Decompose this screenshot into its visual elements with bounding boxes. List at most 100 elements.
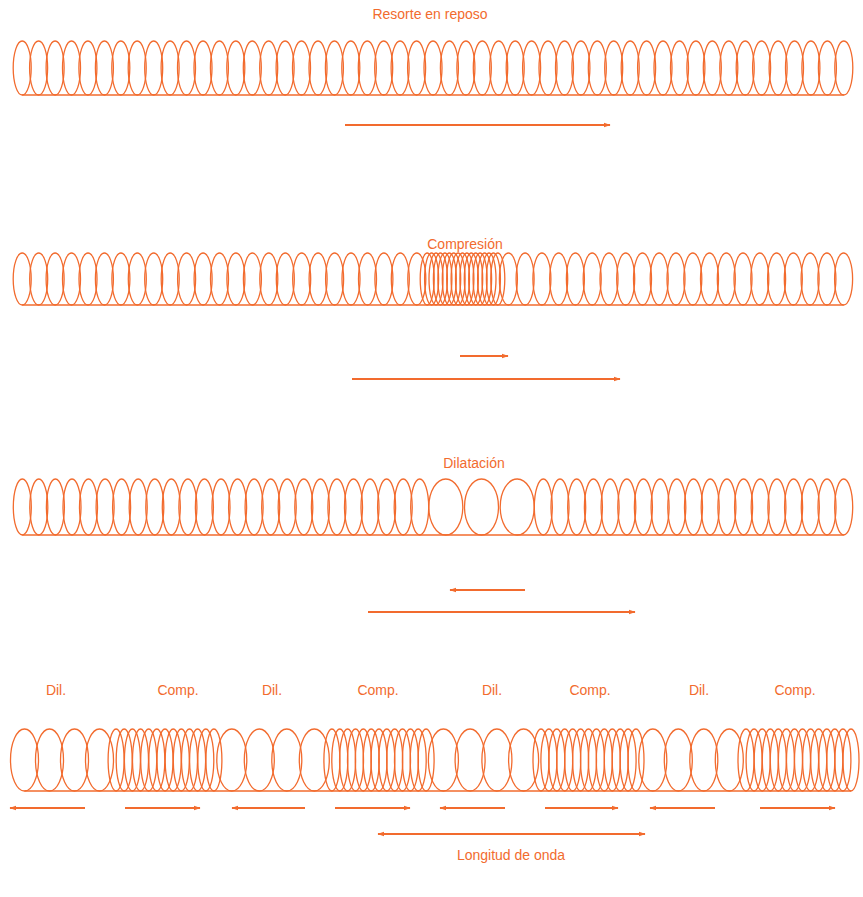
coil-loop: [465, 479, 499, 535]
coil-loop: [178, 41, 196, 95]
coil-loop: [95, 253, 113, 305]
coil-loop: [539, 41, 557, 95]
coil-loop: [309, 41, 327, 95]
coil-loop: [394, 479, 412, 535]
coil-loop: [161, 41, 179, 95]
coil-loop: [736, 41, 754, 95]
coil-loop: [639, 729, 667, 791]
coil-loop: [112, 253, 130, 305]
motion-arrow: [10, 807, 85, 809]
coil-loop: [243, 41, 261, 95]
coil-loop: [63, 41, 81, 95]
coil-loop: [309, 253, 327, 305]
coil-loop: [572, 41, 590, 95]
coil-loop: [229, 479, 247, 535]
propagation-arrow: [345, 124, 610, 126]
coil-loop: [440, 41, 458, 95]
coil-loop: [628, 729, 644, 791]
spring-coils: [11, 41, 860, 791]
region-label: Dil.: [689, 682, 709, 698]
coil-loop: [720, 41, 738, 95]
coil-loop: [600, 253, 618, 305]
coil-loop: [86, 729, 114, 791]
coil-loop: [687, 41, 705, 95]
coil-loop: [533, 253, 551, 305]
coil-loop: [11, 729, 39, 791]
coil-loop: [194, 253, 212, 305]
coil-loop: [835, 253, 853, 305]
coil-loop: [128, 253, 146, 305]
coil-loop: [36, 729, 64, 791]
coil-base: [22, 304, 843, 305]
coil-loop: [345, 479, 363, 535]
coil-loop: [428, 729, 458, 791]
coil-loop: [128, 41, 146, 95]
propagation-arrow: [352, 378, 620, 380]
coil-loop: [326, 253, 344, 305]
coil-base: [22, 94, 844, 95]
coil-loop: [210, 41, 228, 95]
coil-loop: [685, 479, 703, 535]
coil-loop: [734, 253, 752, 305]
panel-title: Compresión: [427, 236, 502, 252]
coil-loop: [785, 479, 803, 535]
coil-loop: [735, 479, 753, 535]
coil-loop: [113, 479, 131, 535]
coil-loop: [359, 253, 377, 305]
region-label: Dil.: [262, 682, 282, 698]
coil-loop: [717, 253, 735, 305]
coil-loop: [835, 479, 853, 535]
panel-title: Dilatación: [443, 455, 504, 471]
coil-loop: [260, 253, 278, 305]
coil-loop: [424, 41, 442, 95]
coil-loop: [129, 479, 147, 535]
coil-loop: [568, 479, 586, 535]
coil-loop: [272, 729, 302, 791]
coil-loop: [818, 479, 836, 535]
coil-base: [25, 790, 852, 791]
coil-loop: [802, 41, 820, 95]
motion-arrow: [232, 807, 305, 809]
coil-loop: [375, 253, 393, 305]
coil-loop: [293, 253, 311, 305]
coil-loop: [499, 253, 517, 305]
coil-loop: [358, 41, 376, 95]
coil-loop: [601, 479, 619, 535]
coil-loop: [588, 41, 606, 95]
coil-loop: [818, 253, 836, 305]
coil-loop: [801, 479, 819, 535]
coil-loop: [617, 253, 635, 305]
coil-loop: [276, 253, 294, 305]
coil-loop: [751, 479, 769, 535]
coil-loop: [455, 729, 485, 791]
coil-loop: [211, 253, 229, 305]
motion-arrow: [760, 807, 835, 809]
motion-arrow: [440, 807, 505, 809]
motion-arrow: [125, 807, 200, 809]
region-label: Comp.: [569, 682, 610, 698]
coil-loop: [621, 41, 639, 95]
coil-loop: [375, 41, 393, 95]
coil-loop: [299, 729, 329, 791]
coil-loop: [30, 41, 48, 95]
coil-loop: [418, 729, 434, 791]
coil-loop: [13, 41, 31, 95]
coil-loop: [634, 479, 652, 535]
coil-loop: [46, 479, 64, 535]
coil-loop: [244, 729, 274, 791]
coil-loop: [30, 479, 48, 535]
coil-loop: [145, 253, 163, 305]
coil-loop: [79, 253, 97, 305]
coil-loop: [260, 41, 278, 95]
motion-arrow: [545, 807, 618, 809]
coil-loop: [408, 253, 426, 305]
coil-loop: [701, 479, 719, 535]
coil-loop: [429, 479, 463, 535]
coil-loop: [491, 253, 505, 305]
coil-loop: [703, 41, 721, 95]
coil-loop: [550, 253, 568, 305]
coil-loop: [276, 41, 294, 95]
region-label: Comp.: [357, 682, 398, 698]
coil-loop: [227, 41, 245, 95]
coil-loop: [843, 729, 859, 791]
